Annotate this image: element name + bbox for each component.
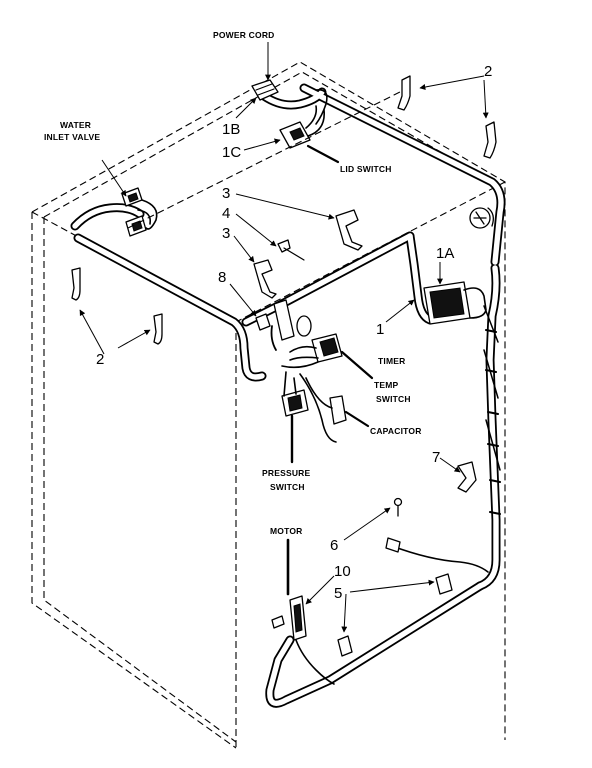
- callout-1b: 1B: [222, 121, 240, 138]
- label-water-inlet-valve-line2: INLET VALVE: [44, 132, 100, 142]
- main-wiring-harness: [70, 83, 506, 708]
- label-temp-switch-line1: TEMP: [374, 380, 399, 390]
- callout-1: 1: [376, 321, 384, 338]
- timer-part: [423, 207, 494, 325]
- callout-3-lower: 3: [222, 225, 230, 242]
- label-pressure-switch-line1: PRESSURE: [262, 468, 310, 478]
- callout-1a: 1A: [436, 245, 454, 262]
- callout-5: 5: [334, 585, 342, 602]
- part-8-connector: [255, 299, 312, 351]
- callout-3-upper: 3: [222, 185, 230, 202]
- label-motor: MOTOR: [270, 526, 302, 536]
- callout-7: 7: [432, 449, 440, 466]
- capacitor-part: [299, 373, 370, 443]
- clip-parts-3-4: [253, 209, 363, 299]
- lid-switch-part: [279, 105, 340, 164]
- temp-switch-part: [281, 333, 374, 380]
- pressure-switch-part: [281, 371, 309, 464]
- label-lid-switch: LID SWITCH: [340, 164, 392, 174]
- label-temp-switch-line2: SWITCH: [376, 394, 411, 404]
- label-pressure-switch-line2: SWITCH: [270, 482, 305, 492]
- water-inlet-valve-part: [121, 187, 158, 237]
- cabinet-outline: [31, 61, 506, 749]
- callout-numbers: 1B 1C 1A 1 2 2 3 4 3 8 7 6 10 5: [96, 63, 492, 602]
- motor-connector-part: [271, 538, 335, 685]
- label-capacitor: CAPACITOR: [370, 426, 422, 436]
- callout-8: 8: [218, 269, 226, 286]
- callout-1c: 1C: [222, 144, 241, 161]
- label-timer: TIMER: [378, 356, 405, 366]
- label-water-inlet-valve-line1: WATER: [60, 120, 91, 130]
- callout-6: 6: [330, 537, 338, 554]
- callout-2-top: 2: [484, 63, 492, 80]
- leader-lines: [79, 42, 489, 633]
- callout-2-left: 2: [96, 351, 104, 368]
- part-labels: POWER CORD WATER INLET VALVE LID SWITCH …: [44, 30, 422, 536]
- small-parts-5-6-7: [337, 461, 489, 657]
- clip-parts-2: [71, 75, 497, 345]
- power-cord-part: [251, 79, 328, 125]
- label-power-cord: POWER CORD: [213, 30, 275, 40]
- callout-10: 10: [334, 563, 351, 580]
- callout-4: 4: [222, 205, 230, 222]
